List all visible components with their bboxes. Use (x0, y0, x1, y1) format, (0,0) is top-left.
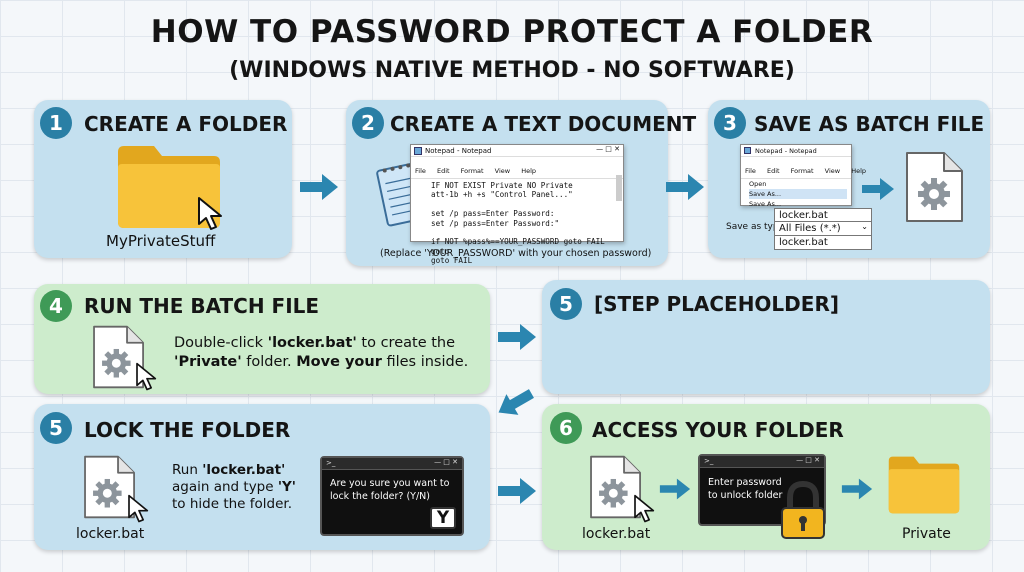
lock-prompt: Are you sure you want to lock the folder… (330, 478, 450, 502)
step-4-badge: 4 (40, 290, 72, 322)
code-line: att-1b +h +s "Control Panel..." (431, 190, 573, 200)
window-controls: — □ ✕ (796, 456, 820, 464)
step-3-panel: 3 SAVE AS BATCH FILE Notepad - Notepad F… (708, 100, 990, 258)
code-line: set /p pass=Enter Password:" (431, 218, 560, 228)
placeholder-badge: 5 (550, 288, 582, 320)
step-4-title: RUN THE BATCH FILE (84, 294, 320, 318)
code-line: goto FAIL (431, 256, 473, 266)
code-line: ​ (431, 228, 617, 237)
step-4-instructions: Double-click 'locker.bat' to create the … (174, 335, 469, 370)
cursor-icon (126, 494, 152, 528)
step-1-title: CREATE A FOLDER (84, 112, 288, 136)
arrow-right-icon (664, 172, 706, 202)
menu-format[interactable]: Format (460, 167, 484, 175)
batch-file-icon (586, 454, 646, 524)
step-placeholder-panel: 5 [STEP PLACEHOLDER] (542, 280, 990, 394)
menu-file[interactable]: File (745, 167, 756, 175)
save-menu-bar: File Edit Format View Help (741, 157, 866, 179)
replace-note: (Replace 'YOUR_PASSWORD' with your chose… (380, 248, 652, 259)
menu-edit[interactable]: Edit (766, 167, 780, 175)
code-line: goto (431, 246, 450, 256)
menu-view[interactable]: View (494, 167, 511, 175)
menu-item-save-as[interactable]: Save As... (749, 200, 782, 208)
cursor-icon (134, 362, 160, 396)
arrow-right-icon (298, 172, 340, 202)
folder-icon (114, 144, 224, 234)
cursor-icon (196, 196, 226, 236)
notepad-window-title: Notepad - Notepad (425, 147, 492, 155)
notepad-window: Notepad - Notepad — □ ✕ File Edit Format… (410, 144, 624, 265)
step-4-panel: 4 RUN THE BATCH FILE Double-click 'locke… (34, 284, 490, 394)
step-2-badge: 2 (352, 107, 384, 139)
lock-terminal-window: >_ — □ ✕ Are you sure you want to lock t… (320, 456, 464, 536)
save-type-value: All Files (*.*) (779, 223, 841, 234)
batch-file-icon (88, 324, 150, 394)
arrow-down-left-icon (494, 386, 536, 420)
cursor-icon (632, 494, 658, 528)
arrow-right-icon (496, 322, 538, 352)
arrow-right-icon (496, 476, 538, 506)
private-folder-label: Private (902, 526, 951, 542)
menu-edit[interactable]: Edit (436, 167, 450, 175)
menu-help[interactable]: Help (521, 167, 537, 175)
step-5-panel: 5 LOCK THE FOLDER locker.bat Run 'locker… (34, 404, 490, 550)
step-1-badge: 1 (40, 107, 72, 139)
y-key[interactable]: Y (430, 507, 456, 529)
page-title: HOW TO PASSWORD PROTECT A FOLDER (150, 14, 874, 50)
step-3-title: SAVE AS BATCH FILE (754, 112, 985, 136)
unlock-prompt: Enter password to unlock folder (708, 477, 783, 501)
notepad-menu-bar: File Edit Format View Help (411, 157, 623, 179)
code-line: if NOT %pass%==YOUR_PASSWORD goto FAIL (431, 237, 605, 247)
save-as-window: Notepad - Notepad File Edit Format View … (740, 144, 866, 209)
menu-item-open[interactable]: Open (749, 180, 767, 188)
step-1-panel: 1 CREATE A FOLDER MyPrivateStuff (34, 100, 292, 258)
terminal-icon: >_ (704, 457, 714, 465)
code-line: IF NOT EXIST Private NO Private (431, 181, 573, 190)
menu-view[interactable]: View (824, 167, 841, 175)
filename-field[interactable]: locker.bat (774, 235, 872, 250)
chevron-down-icon: ⌄ (861, 222, 868, 231)
locker-file-label: locker.bat (582, 526, 651, 542)
unlock-terminal-window: >_ — □ ✕ Enter password to unlock folder (698, 454, 826, 526)
notepad-code[interactable]: IF NOT EXIST Private NO Private att-1b +… (411, 179, 623, 266)
step-5-title: LOCK THE FOLDER (84, 418, 291, 442)
arrow-right-icon (860, 176, 896, 202)
step-6-panel: 6 ACCESS YOUR FOLDER locker.bat > (542, 404, 990, 550)
step-5-badge: 5 (40, 412, 72, 444)
step-6-title: ACCESS YOUR FOLDER (592, 418, 844, 442)
step-5-instructions: Run 'locker.bat' again and type 'Y' to h… (172, 462, 296, 512)
step-2-title: CREATE A TEXT DOCUMENT (390, 112, 697, 136)
window-controls: — □ ✕ (596, 145, 620, 153)
menu-help[interactable]: Help (851, 167, 867, 175)
file-dropdown: Open Save As... Save As... (741, 179, 851, 209)
code-line: set /p pass=Enter Password: (431, 209, 555, 219)
page-subtitle: (WINDOWS NATIVE METHOD - NO SOFTWARE) (229, 58, 795, 83)
terminal-icon: >_ (326, 459, 336, 467)
menu-item-save-as-highlighted[interactable]: Save As... (749, 189, 847, 199)
step-3-badge: 3 (714, 107, 746, 139)
padlock-icon (778, 480, 828, 546)
batch-file-icon (80, 454, 140, 524)
placeholder-title: [STEP PLACEHOLDER] (594, 292, 839, 316)
menu-file[interactable]: File (415, 167, 426, 175)
notepad-small-icon (744, 147, 751, 154)
window-controls: — □ ✕ (434, 458, 458, 466)
save-window-title: Notepad - Notepad (755, 147, 817, 155)
folder-name-label: MyPrivateStuff (106, 232, 216, 250)
arrow-right-icon (658, 476, 692, 502)
menu-format[interactable]: Format (790, 167, 814, 175)
save-type-label: Save as type: (726, 222, 788, 232)
step-6-badge: 6 (550, 412, 582, 444)
code-line: ​ (431, 200, 617, 209)
scrollbar[interactable] (616, 175, 622, 201)
batch-file-icon (904, 150, 966, 228)
folder-icon (886, 454, 962, 520)
locker-file-label: locker.bat (76, 526, 145, 542)
step-2-panel: 2 CREATE A TEXT DOCUMENT Notepad - Notep… (346, 100, 696, 266)
arrow-right-icon (840, 476, 874, 502)
notepad-small-icon (414, 147, 422, 155)
save-type-select[interactable]: All Files (*.*) ⌄ (774, 221, 872, 236)
